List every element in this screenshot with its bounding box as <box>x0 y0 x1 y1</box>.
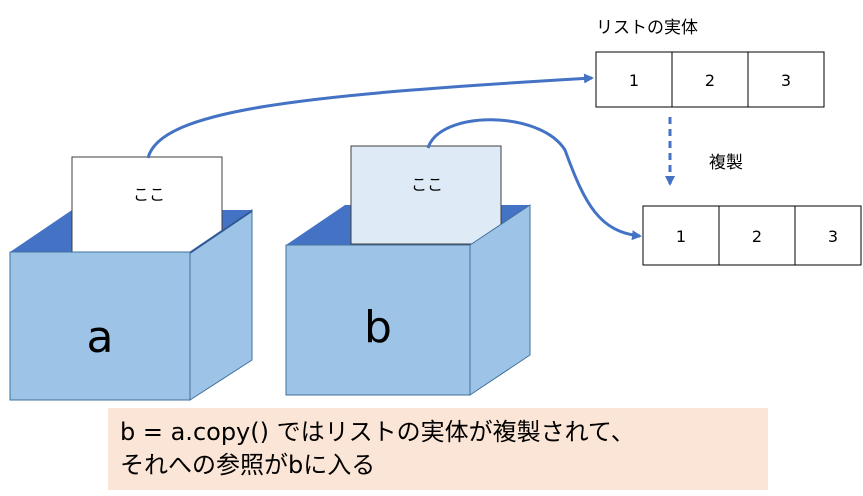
original-list-value-3: 3 <box>781 71 791 90</box>
original-list-cell-1 <box>595 51 673 108</box>
caption-text-3: に入る <box>303 451 376 479</box>
box-b-card-text: ここ <box>411 175 443 194</box>
original-list: 1 2 3 <box>595 51 825 108</box>
caption-line-1: b = a.copy() ではリストの実体が複製されて、 <box>120 416 758 449</box>
copy-label: 複製 <box>709 153 743 173</box>
copied-list-cell-1 <box>642 205 720 266</box>
caption-box: b = a.copy() ではリストの実体が複製されて、 それへの参照がbに入る <box>108 408 768 490</box>
box-b: ここ b <box>285 145 531 396</box>
copied-list-value-3: 3 <box>828 227 838 246</box>
box-a-label: a <box>87 312 114 363</box>
reference-arrow-a <box>146 73 594 159</box>
box-a: ここ a <box>9 156 253 401</box>
copied-list-value-1: 1 <box>676 227 686 246</box>
box-b-label: b <box>364 302 392 353</box>
caption-text-1: ではリストの実体が複製されて、 <box>268 418 635 446</box>
box-a-front <box>9 251 191 401</box>
box-b-front <box>285 244 471 396</box>
copied-list: 1 2 3 <box>642 205 862 266</box>
original-list-value-1: 1 <box>629 71 639 90</box>
original-list-cell-3 <box>747 51 825 108</box>
original-list-value-2: 2 <box>705 71 715 90</box>
list-label: リストの実体 <box>596 18 698 38</box>
caption-var: b <box>288 451 304 479</box>
box-a-flap <box>190 210 252 254</box>
copied-list-cell-3 <box>794 205 862 266</box>
box-a-card <box>71 156 223 260</box>
copied-list-cell-2 <box>718 205 796 266</box>
caption-code: b = a.copy() <box>120 418 269 446</box>
caption-text-2: それへの参照が <box>120 451 288 479</box>
box-b-card <box>350 145 502 245</box>
reference-arrow-b <box>426 118 642 241</box>
copied-list-value-2: 2 <box>752 227 762 246</box>
box-a-card-text: ここ <box>133 185 165 204</box>
caption-line-2: それへの参照がbに入る <box>120 449 758 482</box>
